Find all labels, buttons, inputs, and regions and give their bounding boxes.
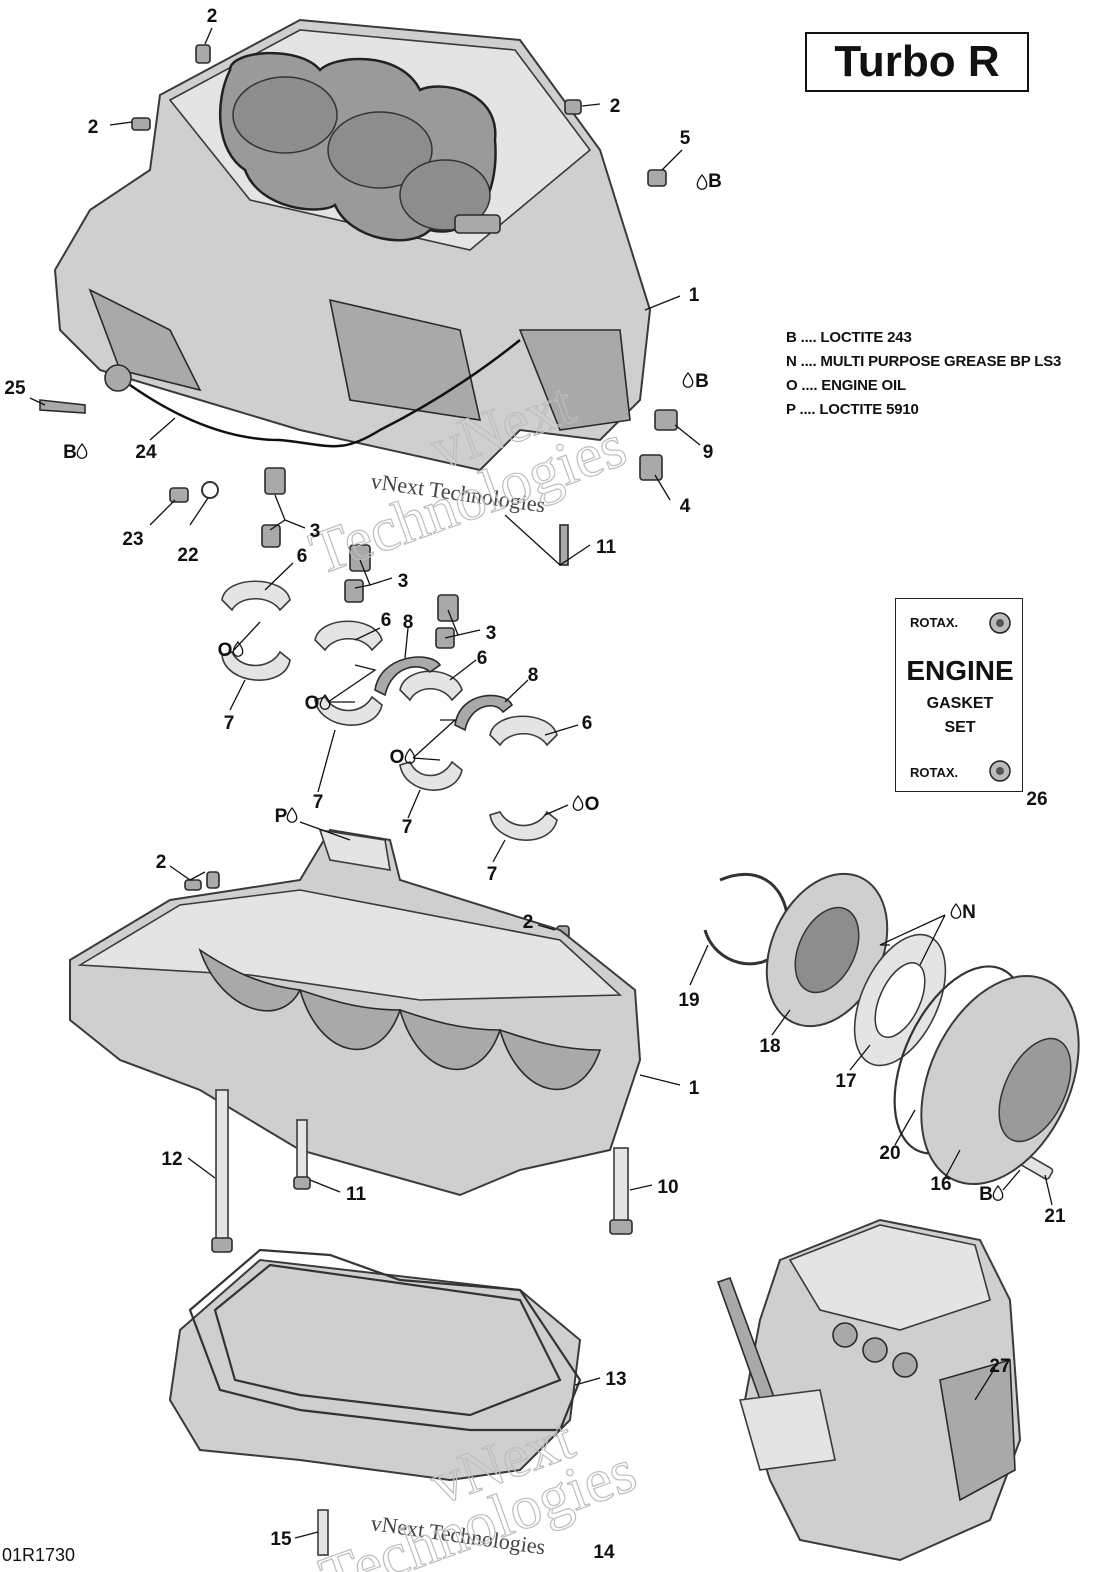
callout-1a: 1 xyxy=(689,285,700,306)
drop-icons xyxy=(76,173,1004,1201)
callout-24: 24 xyxy=(135,442,157,463)
callout-oil-2: O xyxy=(305,693,320,714)
callout-22: 22 xyxy=(177,545,198,566)
callout-3c: 3 xyxy=(486,623,497,644)
callout-23: 23 xyxy=(122,529,143,550)
callout-2a: 2 xyxy=(207,6,218,27)
drop-icon xyxy=(572,794,584,811)
callout-3b: 3 xyxy=(398,571,409,592)
callout-21-b: B xyxy=(979,1184,993,1205)
model-title: Turbo R xyxy=(834,37,1000,86)
callout-oil-3: O xyxy=(390,747,405,768)
callout-26: 26 xyxy=(1026,789,1047,810)
callout-8b: 8 xyxy=(528,665,539,686)
callout-17: 17 xyxy=(835,1071,856,1092)
sensor-wire xyxy=(129,339,521,448)
kit-title: ENGINE xyxy=(906,655,1014,686)
legend-item-p: P .... LOCTITE 5910 xyxy=(786,401,919,418)
callout-6d: 6 xyxy=(582,713,593,734)
upper-crankcase xyxy=(53,18,652,472)
callout-2b: 2 xyxy=(88,117,99,138)
callout-21: 21 xyxy=(1044,1206,1066,1227)
model-title-box: Turbo R xyxy=(805,32,1029,92)
callout-p: P xyxy=(275,806,288,827)
kit-brand-top: ROTAX. xyxy=(910,615,959,630)
callout-13: 13 xyxy=(605,1369,626,1390)
drop-icon xyxy=(682,371,694,388)
callout-9: 9 xyxy=(703,442,714,463)
lower-crankcase xyxy=(69,828,642,1197)
drop-icon xyxy=(319,693,331,710)
callout-6b: 6 xyxy=(381,610,392,631)
leader-lines xyxy=(29,27,1053,1539)
callout-20: 20 xyxy=(879,1143,900,1164)
main-bearings xyxy=(221,580,558,841)
lubricant-legend: B .... LOCTITE 243 N .... MULTI PURPOSE … xyxy=(786,326,1061,422)
drop-icon xyxy=(992,1184,1004,1201)
callout-14: 14 xyxy=(593,1542,615,1563)
callout-6a: 6 xyxy=(297,546,308,567)
drop-icon xyxy=(404,747,416,764)
diagram-reference-code: 01R1730 xyxy=(2,1545,76,1565)
callout-5: 5 xyxy=(680,128,691,149)
callout-8a: 8 xyxy=(403,612,414,633)
legend-item-b: B .... LOCTITE 243 xyxy=(786,329,912,346)
drop-icon xyxy=(76,442,88,459)
engine-gasket-set-box: ROTAX. ENGINE GASKET SET ROTAX. xyxy=(895,598,1023,792)
callout-5-b: B xyxy=(708,171,722,192)
callout-25-b: B xyxy=(63,442,77,463)
rotax-logo-icon xyxy=(989,612,1011,634)
callout-1b: 1 xyxy=(689,1078,700,1099)
oil-pan xyxy=(168,1248,582,1482)
legend-item-n: N .... MULTI PURPOSE GREASE BP LS3 xyxy=(786,353,1062,370)
callout-7d: 7 xyxy=(487,864,498,885)
callout-7b: 7 xyxy=(313,792,324,813)
seals-and-cover xyxy=(703,872,1080,1185)
callout-labels: 2 2 2 5 B 1 25 B 24 B 9 4 11 23 22 3 3 3… xyxy=(4,6,1066,1563)
callout-18: 18 xyxy=(759,1036,780,1057)
callout-11a: 11 xyxy=(596,537,617,558)
callout-9-b: B xyxy=(695,371,709,392)
drop-icon xyxy=(232,640,244,657)
drop-icon xyxy=(696,173,708,190)
rotax-logo-icon xyxy=(989,760,1011,782)
kit-subtitle-1: GASKET xyxy=(926,695,994,712)
callout-15: 15 xyxy=(270,1529,292,1550)
callout-3a: 3 xyxy=(310,521,321,542)
callout-6c: 6 xyxy=(477,648,488,669)
callout-27: 27 xyxy=(989,1356,1010,1377)
callout-n: N xyxy=(962,902,976,923)
callout-19: 19 xyxy=(678,990,699,1011)
callout-oil-4: O xyxy=(585,794,600,815)
callout-2d: 2 xyxy=(156,852,167,873)
callout-10: 10 xyxy=(657,1177,678,1198)
drop-icon xyxy=(950,902,962,919)
callout-11b: 11 xyxy=(346,1184,367,1205)
callout-25: 25 xyxy=(4,378,26,399)
callout-7a: 7 xyxy=(224,713,235,734)
kit-brand-bottom: ROTAX. xyxy=(910,765,959,780)
callout-12: 12 xyxy=(161,1149,182,1170)
drop-icon xyxy=(286,806,298,823)
kit-subtitle-2: SET xyxy=(944,719,976,736)
callout-16: 16 xyxy=(930,1174,951,1195)
callout-oil-1: O xyxy=(218,640,233,661)
complete-engine xyxy=(716,1218,1022,1562)
legend-item-o: O .... ENGINE OIL xyxy=(786,377,906,394)
callout-2e: 2 xyxy=(523,912,534,933)
callout-2c: 2 xyxy=(610,96,621,117)
callout-4: 4 xyxy=(680,496,691,517)
callout-7c: 7 xyxy=(402,817,413,838)
